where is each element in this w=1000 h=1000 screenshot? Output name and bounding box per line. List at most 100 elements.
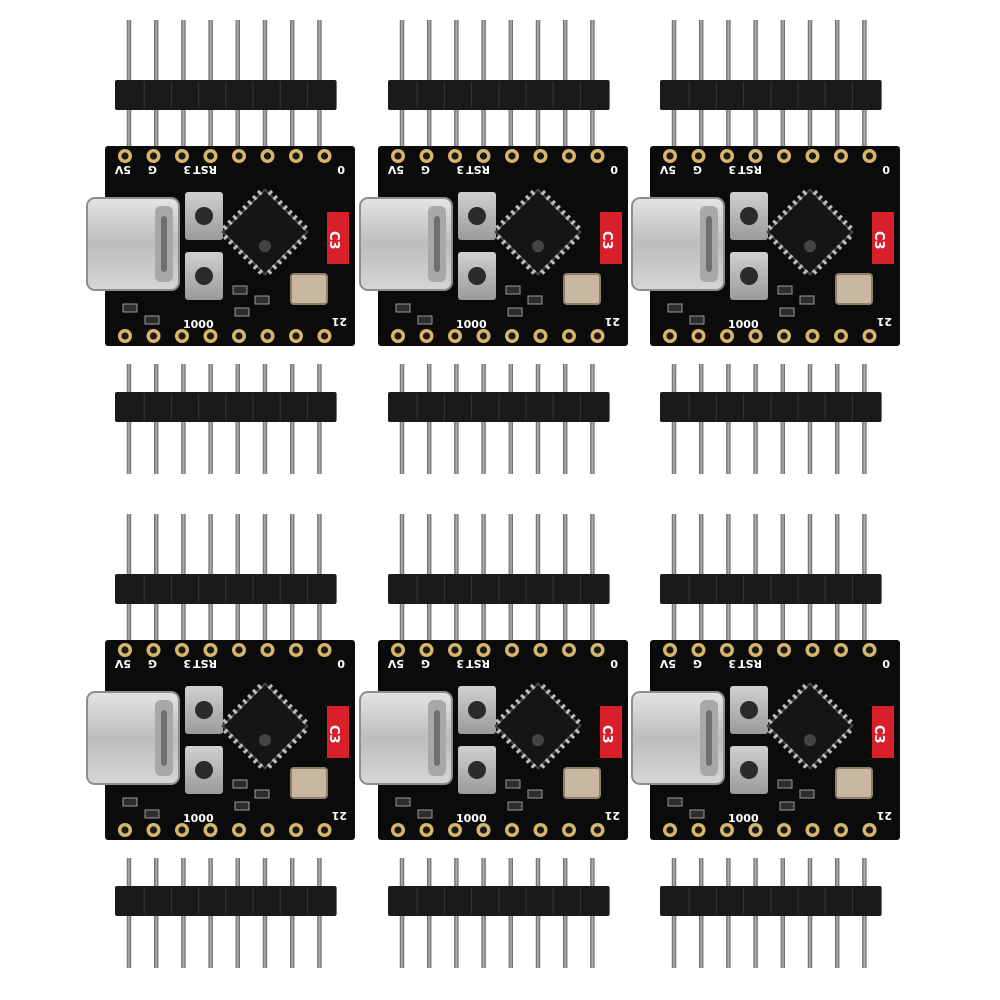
chip-lead — [281, 748, 288, 754]
pad-hole — [320, 826, 329, 834]
chip-lead — [811, 763, 818, 769]
chip-lead — [222, 224, 228, 231]
chip-lead — [500, 219, 506, 226]
chip-lead — [832, 703, 838, 710]
smd-component — [395, 797, 411, 807]
chip-lead — [539, 763, 546, 769]
chip-lead — [281, 254, 288, 260]
chip-lead — [827, 204, 833, 211]
chip-lead — [826, 748, 833, 754]
chip-lead — [251, 688, 258, 695]
silkscreen-label: 1000 — [456, 318, 487, 331]
chip-lead — [564, 738, 571, 745]
smd-component — [234, 307, 250, 317]
pad-hole — [149, 332, 158, 340]
button-cap — [468, 761, 486, 779]
chip-lead — [792, 753, 799, 759]
chip-lead — [777, 214, 783, 221]
chip-lead — [500, 733, 507, 740]
pad-hole — [666, 152, 674, 160]
chip-lead — [252, 758, 259, 764]
pad-hole — [320, 646, 329, 654]
chip-lead — [266, 269, 273, 275]
chip-lead — [767, 234, 774, 241]
chip-logo — [259, 240, 271, 253]
chip-lead — [276, 753, 283, 759]
pad-hole — [837, 152, 845, 160]
chip-lead — [787, 748, 794, 754]
chip-lead — [257, 269, 264, 275]
chip-lead — [772, 713, 778, 720]
chip-logo — [532, 734, 544, 747]
chip-lead — [222, 728, 229, 735]
chip-lead — [500, 239, 507, 246]
badge-bg — [872, 212, 894, 264]
smd-component — [395, 303, 411, 313]
chip-lead — [540, 683, 547, 690]
pad-hole — [178, 826, 186, 834]
chip-lead — [821, 753, 828, 759]
chip-lead — [792, 259, 799, 265]
silkscreen-label: C3 — [326, 725, 341, 744]
chip-lead — [505, 738, 512, 745]
chip-lead — [297, 713, 303, 720]
smd-component — [777, 285, 793, 295]
chip-lead — [524, 194, 531, 201]
silkscreen-label: G — [148, 657, 157, 670]
chip-lead — [525, 758, 532, 764]
chip-lead — [842, 713, 848, 720]
pad-hole — [694, 152, 703, 160]
chip-lead — [767, 718, 773, 725]
reset-button-icon — [730, 192, 768, 240]
chip-lead — [837, 708, 843, 715]
chip-lead — [232, 244, 239, 251]
chip-lead — [564, 244, 571, 251]
pad-hole — [206, 646, 215, 654]
pad-hole — [394, 826, 402, 834]
chip-lead — [575, 224, 581, 231]
chip-lead — [550, 693, 557, 700]
chip-lead — [559, 249, 566, 255]
pad-hole — [508, 152, 516, 160]
button-cap — [740, 207, 758, 225]
chip-lead — [554, 748, 561, 754]
chip-lead — [772, 239, 779, 246]
pin-header — [388, 364, 610, 474]
chip-body — [221, 188, 309, 276]
chip-lead — [505, 708, 511, 715]
chip-lead — [510, 249, 517, 255]
badge-bg — [600, 706, 622, 758]
usb-c-port-icon — [631, 691, 725, 785]
boot-button-icon — [185, 746, 223, 794]
smd-component — [777, 779, 793, 789]
pad-hole — [536, 646, 545, 654]
usb-c-port-icon — [631, 197, 725, 291]
silkscreen-label: 0 — [882, 163, 890, 176]
chip-lead — [291, 738, 298, 745]
chip-lead — [529, 683, 536, 690]
pin-header — [388, 514, 610, 656]
pad-hole — [422, 152, 431, 160]
boot-button-icon — [185, 252, 223, 300]
chip-lead — [827, 698, 833, 705]
button-cap — [195, 267, 213, 285]
silkscreen-label: C3 — [599, 725, 614, 744]
pad-hole — [235, 646, 243, 654]
chip-lead — [296, 239, 303, 246]
pad-hole — [121, 332, 129, 340]
boot-button-icon — [730, 252, 768, 300]
silkscreen-label: 5V — [387, 657, 404, 670]
silkscreen-label: 5V — [114, 163, 131, 176]
badge-bg — [327, 212, 349, 264]
chip-lead — [292, 708, 298, 715]
pad-hole — [536, 826, 545, 834]
usb-tongue — [161, 710, 167, 766]
chip-lead — [787, 254, 794, 260]
chip-lead — [256, 683, 263, 690]
chip-lead — [271, 264, 278, 270]
smd-component — [799, 295, 815, 305]
